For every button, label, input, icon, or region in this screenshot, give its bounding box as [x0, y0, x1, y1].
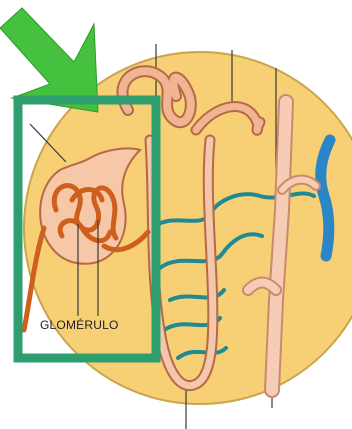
- glomerulo-label: GLOMÉRULO: [40, 318, 118, 332]
